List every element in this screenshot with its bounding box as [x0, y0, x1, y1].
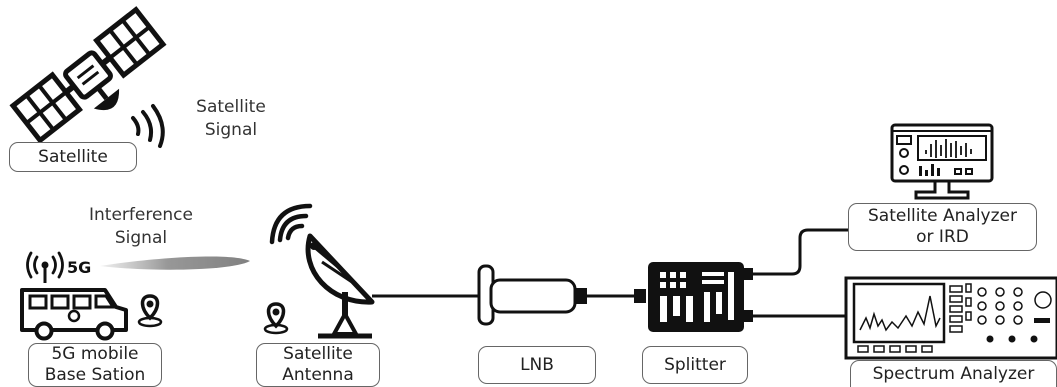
- satellite-antenna-line-2: Antenna: [282, 365, 354, 385]
- lnb-label-text: LNB: [520, 354, 554, 375]
- interference-signal-line-1: Interference: [88, 205, 193, 225]
- satellite-signal-waves: [131, 104, 165, 148]
- satellite-signal-label: Satellite Signal: [186, 96, 276, 142]
- cable-splitter-to-satellite-analyzer: [753, 228, 848, 276]
- splitter-input-connector: [634, 289, 646, 303]
- satellite-icon: [9, 6, 167, 144]
- satellite-signal-line-1: Satellite: [196, 97, 266, 117]
- satellite-dish-icon: [263, 203, 375, 339]
- interference-signal-line-2: Signal: [114, 228, 168, 248]
- satellite-antenna-label: Satellite Antenna: [256, 343, 380, 387]
- splitter-label: Splitter: [642, 346, 748, 384]
- spectrum-analyzer-label: Spectrum Analyzer: [850, 360, 1057, 387]
- satellite-label: Satellite: [9, 142, 137, 172]
- satellite-analyzer-label: Satellite Analyzer or IRD: [848, 203, 1037, 251]
- spectrum-analyzer-label-text: Spectrum Analyzer: [872, 363, 1035, 384]
- satellite-analyzer-line-1: Satellite Analyzer: [867, 206, 1017, 226]
- badge-5g: 5G: [67, 258, 91, 277]
- satellite-analyzer-line-2: or IRD: [916, 227, 969, 247]
- satellite-label-text: Satellite: [38, 146, 108, 167]
- base-station-line-2: Base Sation: [44, 365, 146, 385]
- interference-signal-label: Interference Signal: [76, 204, 206, 250]
- satellite-analyzer-icon: [890, 123, 994, 200]
- satellite-signal-line-2: Signal: [204, 120, 258, 140]
- base-station-van-icon: [20, 251, 163, 341]
- base-station-line-1: 5G mobile: [51, 344, 139, 364]
- splitter-label-text: Splitter: [664, 354, 726, 375]
- spectrum-analyzer-icon: [844, 276, 1057, 360]
- base-station-label: 5G mobile Base Sation: [28, 343, 162, 387]
- satellite-antenna-line-1: Satellite: [283, 344, 353, 364]
- lnb-label: LNB: [478, 346, 596, 384]
- interference-beam: [100, 256, 250, 270]
- lnb-icon: [477, 264, 587, 326]
- splitter-icon: [648, 262, 753, 332]
